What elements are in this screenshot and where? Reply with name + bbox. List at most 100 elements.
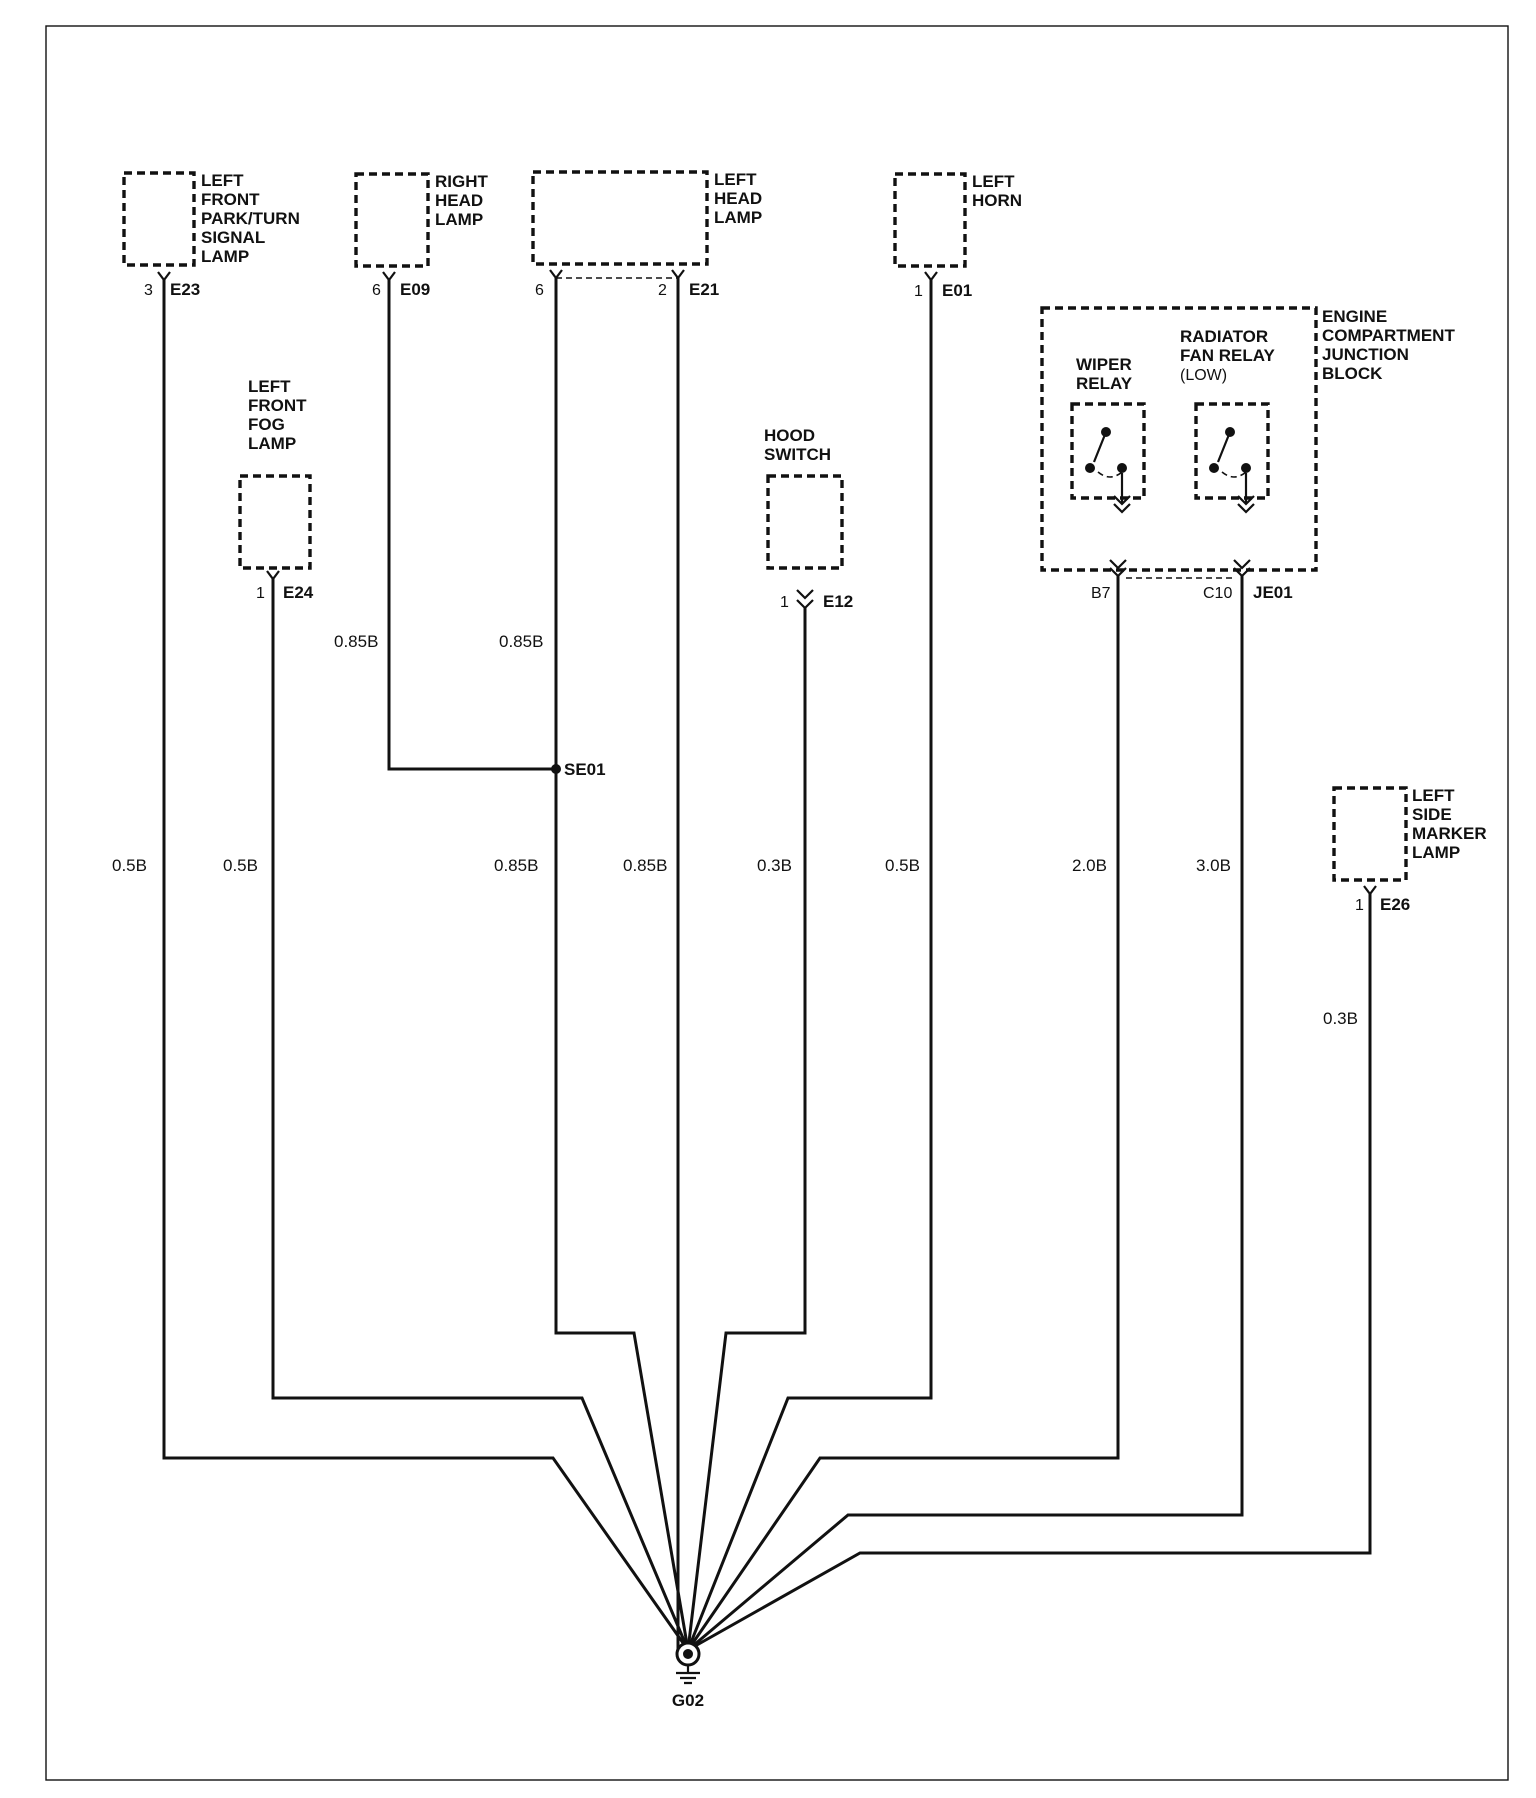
b7-connector-symbol bbox=[1109, 559, 1127, 578]
e24-connector-symbol bbox=[266, 570, 280, 581]
side-marker-lamp-box bbox=[1332, 786, 1408, 882]
wire-size-e21-2: 0.85B bbox=[623, 856, 667, 875]
page-frame bbox=[45, 25, 1509, 1781]
e23-pin-number: 3 bbox=[144, 282, 153, 299]
e12-connector-label: E12 bbox=[823, 592, 853, 611]
e09-connector-label: E09 bbox=[400, 280, 430, 299]
e21-pin-a-number: 6 bbox=[535, 282, 544, 299]
e01-pin-number: 1 bbox=[914, 283, 923, 300]
wire-size-se01-lower: 0.85B bbox=[494, 856, 538, 875]
e21-connector-label: E21 bbox=[689, 280, 719, 299]
park-turn-lamp: LEFT FRONT PARK/TURN SIGNAL LAMP 3 E23 bbox=[122, 171, 300, 299]
side-marker-lamp-label-2: SIDE bbox=[1412, 805, 1452, 824]
wire-size-e24: 0.5B bbox=[223, 856, 258, 875]
park-turn-lamp-label-2: FRONT bbox=[201, 190, 260, 209]
junction-block: ENGINE COMPARTMENT JUNCTION BLOCK WIPER … bbox=[1040, 306, 1455, 602]
junction-block-label-3: JUNCTION bbox=[1322, 345, 1409, 364]
wire-e01-to-ground bbox=[686, 280, 933, 1651]
e23-connector-label: E23 bbox=[170, 280, 200, 299]
park-turn-lamp-label-3: PARK/TURN bbox=[201, 209, 300, 228]
e01-connector-symbol bbox=[924, 271, 938, 282]
wire-size-e21-6-upper: 0.85B bbox=[499, 632, 543, 651]
wire-c10-to-ground bbox=[687, 576, 1244, 1652]
left-horn-label-1: LEFT bbox=[972, 172, 1015, 191]
wiper-relay-label-2: RELAY bbox=[1076, 374, 1133, 393]
hood-switch-label-1: HOOD bbox=[764, 426, 815, 445]
fog-lamp-label-2: FRONT bbox=[248, 396, 307, 415]
hood-switch-box bbox=[766, 474, 844, 570]
wire-size-c10: 3.0B bbox=[1196, 856, 1231, 875]
fan-relay-switch-icon bbox=[1209, 427, 1255, 514]
wire-e21-pin6-to-ground bbox=[554, 278, 690, 1651]
wire-e09-to-splice bbox=[387, 280, 556, 771]
fan-relay-label-1: RADIATOR bbox=[1180, 327, 1268, 346]
right-head-lamp-box bbox=[354, 172, 430, 268]
fog-lamp-label-3: FOG bbox=[248, 415, 285, 434]
fan-relay-label-2: FAN RELAY bbox=[1180, 346, 1275, 365]
e24-pin-number: 1 bbox=[256, 585, 265, 602]
left-horn: LEFT HORN 1 E01 bbox=[893, 172, 1022, 300]
wire-e23-to-ground bbox=[162, 280, 690, 1651]
c10-pin-label: C10 bbox=[1203, 585, 1232, 602]
wire-size-e12: 0.3B bbox=[757, 856, 792, 875]
left-head-lamp-box bbox=[531, 170, 709, 266]
e21-pin6-connector-symbol bbox=[549, 269, 563, 280]
wire-size-b7: 2.0B bbox=[1072, 856, 1107, 875]
side-marker-lamp: LEFT SIDE MARKER LAMP 1 E26 bbox=[1332, 786, 1487, 914]
splice-se01-label: SE01 bbox=[564, 760, 606, 779]
wire-size-e09-upper: 0.85B bbox=[334, 632, 378, 651]
park-turn-lamp-label-5: LAMP bbox=[201, 247, 249, 266]
park-turn-lamp-label-4: SIGNAL bbox=[201, 228, 265, 247]
e21-pin-b-number: 2 bbox=[658, 282, 667, 299]
junction-block-label-1: ENGINE bbox=[1322, 307, 1387, 326]
fog-lamp-label-1: LEFT bbox=[248, 377, 291, 396]
park-turn-lamp-label-1: LEFT bbox=[201, 171, 244, 190]
park-turn-lamp-box bbox=[122, 171, 196, 267]
fog-lamp: LEFT FRONT FOG LAMP 1 E24 bbox=[238, 377, 314, 602]
left-head-lamp-label-1: LEFT bbox=[714, 170, 757, 189]
wire-size-e23: 0.5B bbox=[112, 856, 147, 875]
e21-pin2-connector-symbol bbox=[671, 269, 685, 280]
junction-block-label-4: BLOCK bbox=[1322, 364, 1383, 383]
junction-block-label-2: COMPARTMENT bbox=[1322, 326, 1455, 345]
side-marker-lamp-label-3: MARKER bbox=[1412, 824, 1487, 843]
wire-b7-to-ground bbox=[686, 576, 1120, 1651]
fog-lamp-label-4: LAMP bbox=[248, 434, 296, 453]
fan-relay-label-3: (LOW) bbox=[1180, 367, 1227, 384]
left-horn-box bbox=[893, 172, 967, 268]
right-head-lamp-label-3: LAMP bbox=[435, 210, 483, 229]
junction-block-box bbox=[1040, 306, 1318, 572]
e24-connector-label: E24 bbox=[283, 583, 314, 602]
e26-connector-symbol bbox=[1363, 885, 1377, 896]
wire-size-e01: 0.5B bbox=[885, 856, 920, 875]
e23-connector-symbol bbox=[157, 271, 171, 282]
wire-e12-to-ground bbox=[686, 608, 807, 1651]
fan-relay-box bbox=[1194, 402, 1270, 500]
e26-connector-label: E26 bbox=[1380, 895, 1410, 914]
wire-e24-to-ground bbox=[271, 579, 690, 1651]
e12-pin-number: 1 bbox=[780, 594, 789, 611]
wiper-relay-label-1: WIPER bbox=[1076, 355, 1132, 374]
hood-switch: HOOD SWITCH 1 E12 bbox=[764, 426, 853, 611]
e01-connector-label: E01 bbox=[942, 281, 972, 300]
splice-se01-dot bbox=[551, 764, 561, 774]
wiper-relay-switch-icon bbox=[1085, 427, 1131, 514]
e09-pin-number: 6 bbox=[372, 282, 381, 299]
right-head-lamp-label-2: HEAD bbox=[435, 191, 483, 210]
e12-connector-symbol bbox=[796, 589, 814, 610]
side-marker-lamp-label-1: LEFT bbox=[1412, 786, 1455, 805]
left-head-lamp-label-3: LAMP bbox=[714, 208, 762, 227]
right-head-lamp-label-1: RIGHT bbox=[435, 172, 489, 191]
e09-connector-symbol bbox=[382, 271, 396, 282]
b7-pin-label: B7 bbox=[1091, 585, 1111, 602]
left-horn-label-2: HORN bbox=[972, 191, 1022, 210]
fog-lamp-box bbox=[238, 474, 312, 570]
ground-g02-label: G02 bbox=[672, 1691, 704, 1710]
wire-e26-to-ground bbox=[687, 894, 1372, 1652]
ground-g02-icon bbox=[675, 1641, 701, 1685]
hood-switch-label-2: SWITCH bbox=[764, 445, 831, 464]
je01-connector-label: JE01 bbox=[1253, 583, 1293, 602]
wire-size-e26: 0.3B bbox=[1323, 1009, 1358, 1028]
wiper-relay-box bbox=[1070, 402, 1146, 500]
